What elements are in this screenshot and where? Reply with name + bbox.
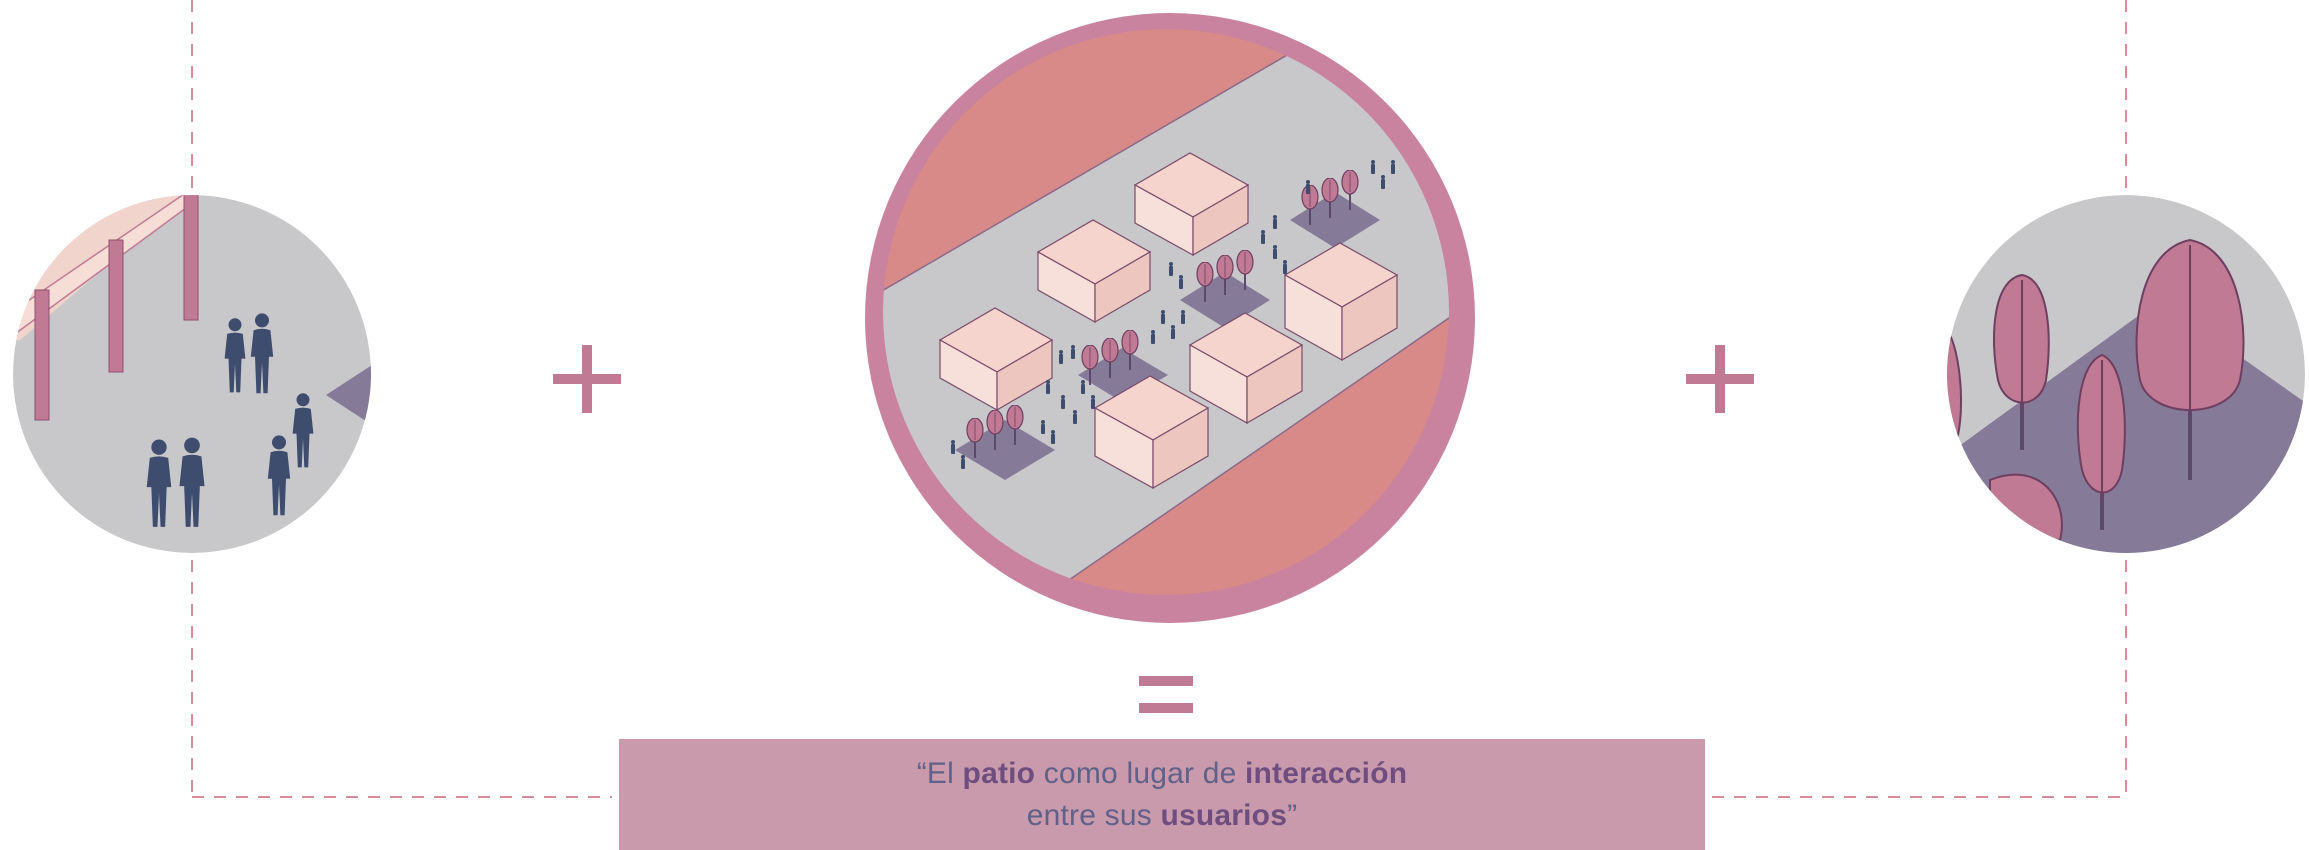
plus-operator — [1686, 345, 1754, 413]
people-circle — [13, 195, 371, 553]
quote-line-2: entre sus usuarios” — [1027, 795, 1298, 837]
quote-box: “El patio como lugar de interacción entr… — [619, 739, 1705, 850]
column-icon — [34, 195, 199, 421]
quote-bold-interaccion: interacción — [1245, 756, 1408, 790]
quote-line-1: “El patio como lugar de interacción — [917, 753, 1408, 795]
quote-text: entre sus — [1026, 798, 1161, 832]
buildings-icon — [938, 152, 1399, 490]
equals-operator — [1139, 676, 1193, 713]
plus-operator — [553, 345, 621, 413]
trees-circle — [1947, 195, 2305, 553]
dashed-connector — [191, 0, 2127, 798]
quote-text: como lugar de — [1035, 756, 1245, 790]
quote-bold-usuarios: usuarios — [1160, 798, 1288, 832]
campus-circle — [865, 13, 1475, 623]
quote-text: ” — [1287, 798, 1298, 832]
quote-bold-patio: patio — [962, 756, 1036, 790]
quote-text: “El — [916, 756, 963, 790]
